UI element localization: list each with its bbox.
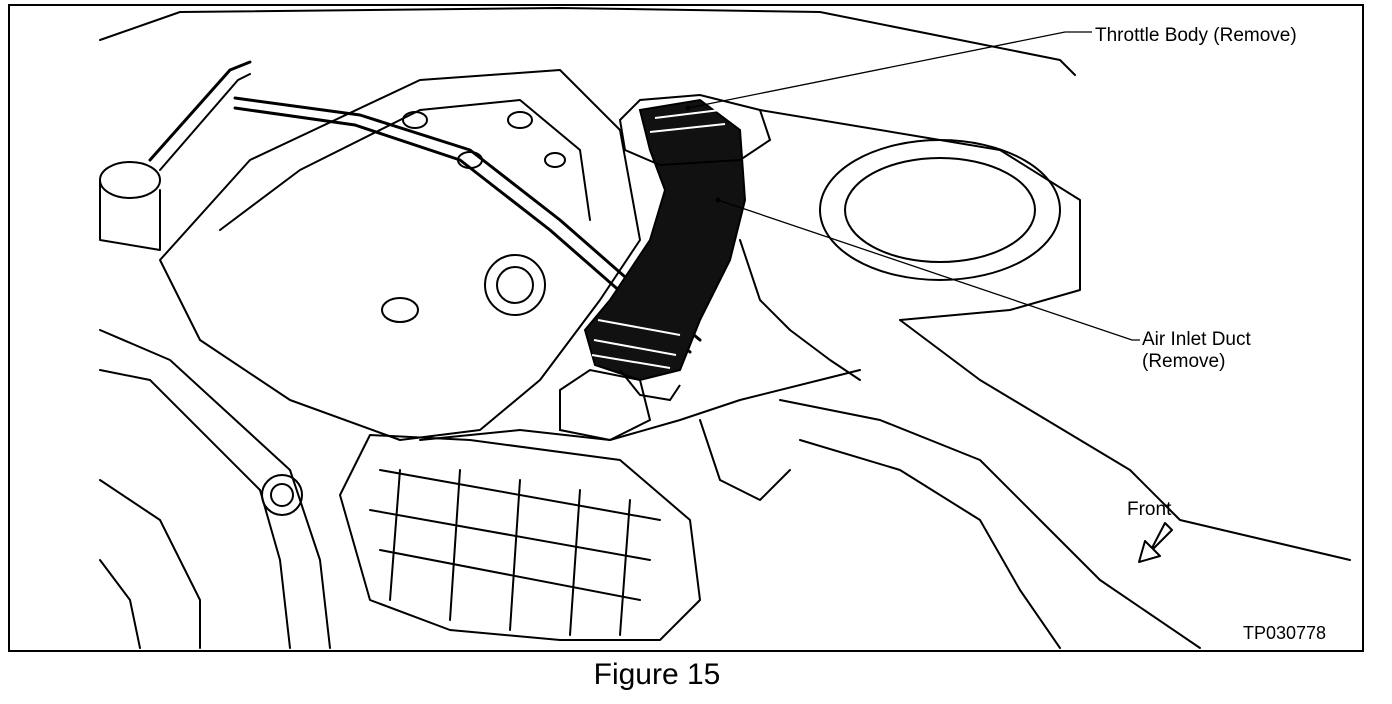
figure-frame	[8, 4, 1364, 652]
left-fender-outline	[99, 7, 1076, 76]
air-inlet-duct	[583, 98, 747, 382]
coolant-reservoir	[99, 161, 161, 199]
lower-left-panel	[99, 479, 201, 649]
right-fender-panel	[759, 109, 1081, 321]
air-inlet-duct-label-line2: (Remove)	[1142, 351, 1226, 372]
air-inlet-duct-label-line1: Air Inlet Duct	[1142, 329, 1251, 350]
right-fender-lower	[899, 319, 1351, 561]
right-strut-tower-inner	[844, 157, 1036, 263]
front-bumper-inner	[99, 369, 291, 649]
figure-id: TP030778	[1243, 623, 1327, 643]
throttle-body-label: Throttle Body (Remove)	[1095, 25, 1297, 46]
wiring-harness	[419, 369, 861, 441]
engine-cover-top	[219, 99, 591, 231]
front-label: Front	[1127, 499, 1172, 520]
front-bumper-line	[99, 329, 331, 649]
oil-filler-cap	[484, 254, 546, 316]
radiator-cap	[261, 474, 303, 516]
air-inlet-duct-label: Air Inlet Duct (Remove)	[1142, 329, 1251, 373]
right-strut-tower	[819, 139, 1061, 281]
lower-left-panel-2	[99, 559, 141, 649]
engine-cover	[159, 69, 641, 441]
throttle-body-leader	[687, 31, 1092, 109]
throttle-body	[618, 93, 772, 167]
figure-caption: Figure 15	[593, 658, 721, 691]
air-inlet-duct-leader	[717, 199, 1140, 341]
arrow-down-left-icon	[1138, 522, 1173, 563]
